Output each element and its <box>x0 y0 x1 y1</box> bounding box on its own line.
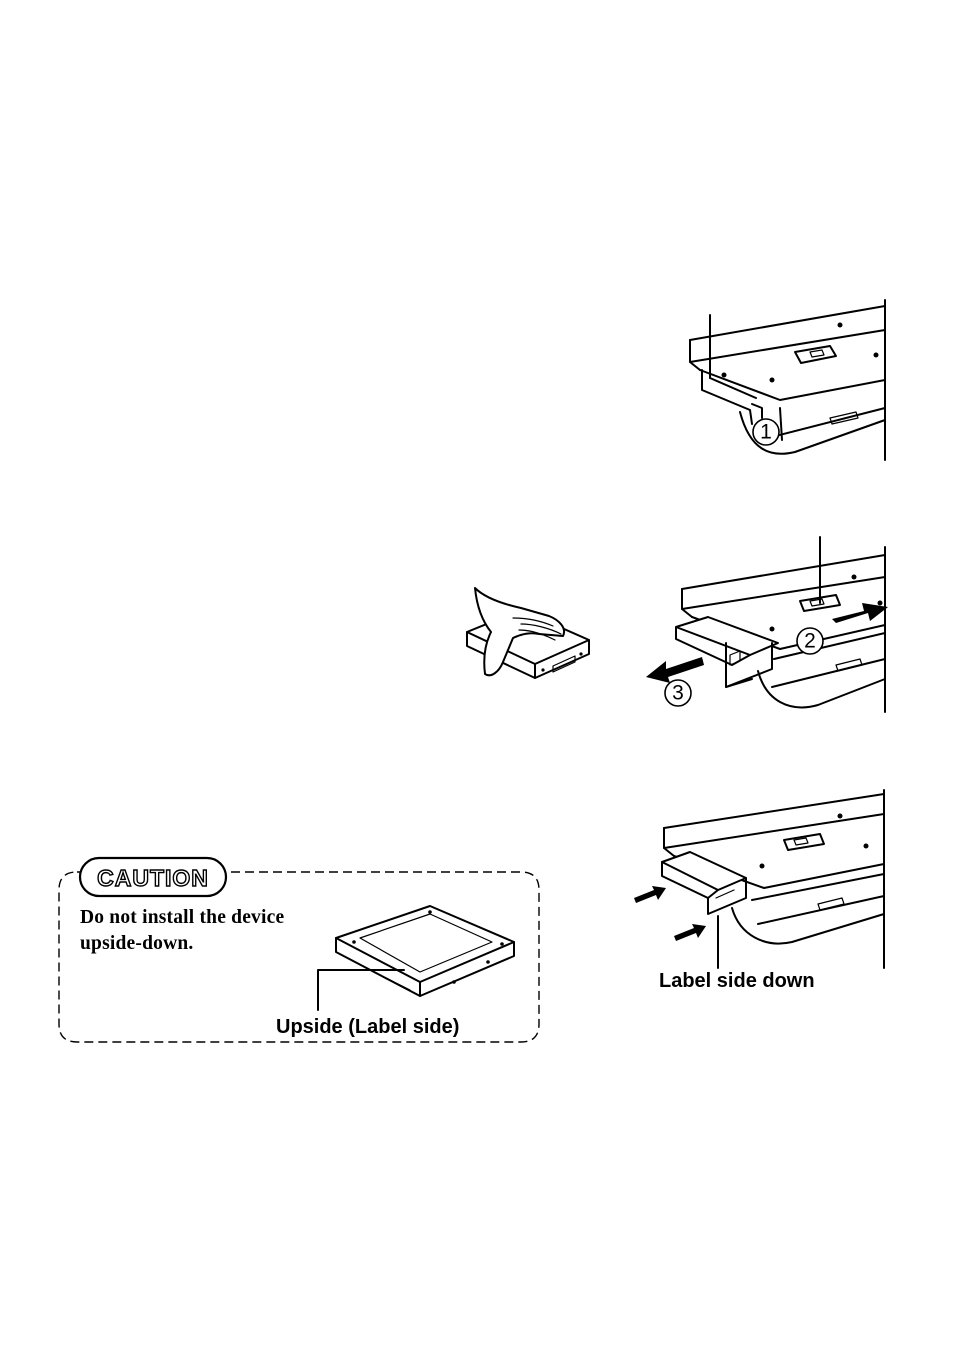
install-label-side-down: Label side down <box>659 970 815 993</box>
step-number-2: 2 <box>804 630 816 653</box>
caution-message-line-1: Do not install the device <box>80 905 330 931</box>
figure-insert-device <box>634 790 892 970</box>
caution-message: Do not install the device upside-down. <box>80 905 330 957</box>
caution-badge: CAUTION <box>78 856 230 900</box>
figure-device-upside <box>312 898 518 1010</box>
figure-release-lever: 1 <box>680 300 892 465</box>
caution-badge-label: CAUTION <box>97 865 209 891</box>
figure-hand-holding-device <box>463 588 593 690</box>
figure-remove-device: 2 3 <box>640 537 892 715</box>
step-number-3: 3 <box>672 682 684 705</box>
caution-message-line-2: upside-down. <box>80 931 330 957</box>
device-label-upside: Upside (Label side) <box>276 1016 459 1039</box>
step-number-1: 1 <box>760 421 772 444</box>
